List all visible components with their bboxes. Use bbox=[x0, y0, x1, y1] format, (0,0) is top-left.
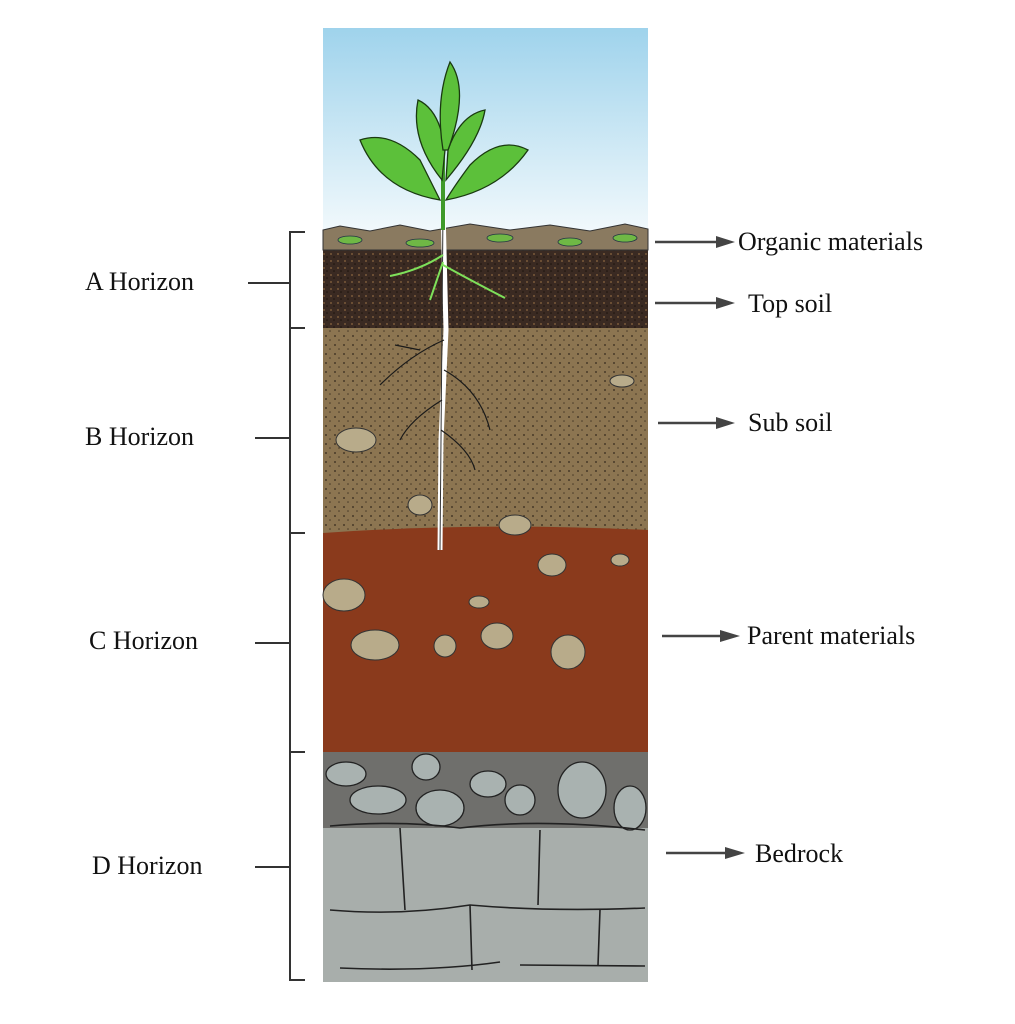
horizon-brackets bbox=[248, 231, 305, 981]
layer-label-topsoil: Top soil bbox=[748, 289, 833, 318]
bedrock-cracks bbox=[329, 822, 646, 971]
rocks bbox=[325, 753, 647, 831]
leaves bbox=[359, 60, 529, 201]
layer-arrows bbox=[655, 236, 745, 859]
layer-label-organic: Organic materials bbox=[738, 227, 924, 256]
sky bbox=[323, 28, 648, 233]
layer-label-subsoil: Sub soil bbox=[748, 408, 833, 437]
horizon-label-c: C Horizon bbox=[89, 626, 199, 655]
bedrock-layer bbox=[323, 828, 648, 982]
layer-label-parent: Parent materials bbox=[747, 621, 916, 650]
horizon-label-b: B Horizon bbox=[85, 422, 195, 451]
pebbles bbox=[322, 374, 635, 670]
layer-label-bedrock: Bedrock bbox=[755, 839, 844, 868]
plant bbox=[359, 60, 529, 551]
horizon-label-d: D Horizon bbox=[92, 851, 203, 880]
horizon-label-a: A Horizon bbox=[85, 267, 195, 296]
soil-column bbox=[322, 28, 649, 982]
